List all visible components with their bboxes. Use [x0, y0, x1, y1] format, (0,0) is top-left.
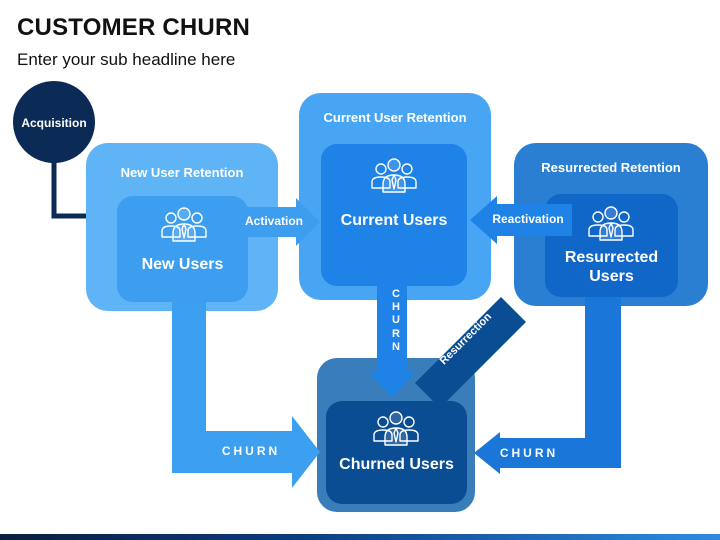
churn-vertical-label: CHURN: [392, 288, 400, 353]
churn-path-resurrected: [474, 292, 621, 474]
users-group-icon: [587, 204, 635, 242]
churn-path-new: [172, 300, 320, 488]
churn-vertical-arrow: [368, 266, 416, 398]
current-user-retention-title: Current User Retention: [323, 110, 467, 125]
current-users-label: Current Users: [340, 212, 448, 229]
resurrected-users-box: [545, 194, 678, 297]
churn-left-label: CHURN: [221, 444, 281, 458]
resurrection-arrow: [415, 297, 526, 408]
acquisition-circle: [13, 81, 95, 163]
resurrected-users-label: Resurrected Users: [564, 249, 659, 286]
acquisition-connector: [51, 160, 86, 219]
resurrected-retention-title: Resurrected Retention: [541, 160, 681, 175]
users-group-icon: [370, 156, 418, 194]
page-title: CUSTOMER CHURN: [17, 14, 251, 41]
activation-label: Activation: [244, 214, 303, 228]
reactivation-arrow: [470, 196, 572, 244]
new-user-retention-title: New User Retention: [120, 165, 244, 180]
churn-right-label: CHURN: [499, 446, 559, 460]
activation-arrow: [212, 198, 320, 246]
churned-users-box: [326, 401, 467, 504]
new-users-label: New Users: [141, 256, 224, 273]
page-subtitle: Enter your sub headline here: [17, 50, 236, 69]
reactivation-label: Reactivation: [492, 212, 564, 226]
users-group-icon: [372, 409, 420, 447]
current-users-box: [321, 144, 467, 286]
acquisition-label: Acquisition: [21, 116, 87, 130]
bottom-accent-bar: [0, 534, 720, 540]
users-group-icon: [160, 205, 208, 243]
churned-users-label: Churned Users: [339, 456, 454, 473]
